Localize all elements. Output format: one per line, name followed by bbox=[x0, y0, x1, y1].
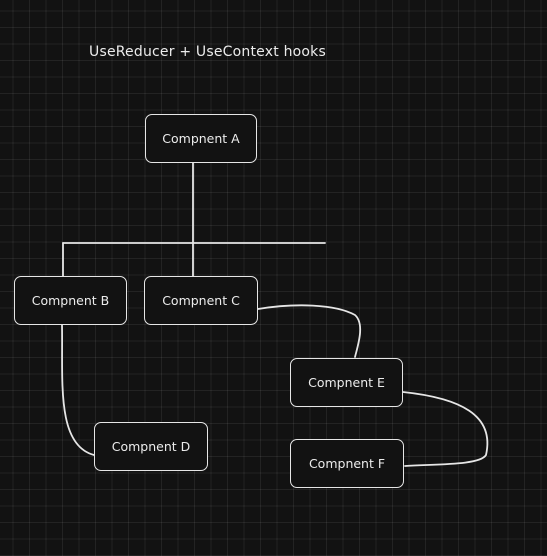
diagram-title: UseReducer + UseContext hooks bbox=[89, 44, 326, 60]
node-component-b[interactable]: Compnent B bbox=[14, 276, 127, 325]
connector-b-to-d bbox=[61, 324, 95, 456]
node-component-c[interactable]: Compnent C bbox=[144, 276, 258, 325]
connector-e-to-f bbox=[402, 391, 489, 467]
connector-c-to-e bbox=[257, 304, 362, 358]
node-component-a[interactable]: Compnent A bbox=[145, 114, 257, 163]
node-component-f[interactable]: Compnent F bbox=[290, 439, 404, 488]
node-component-d[interactable]: Compnent D bbox=[94, 422, 208, 471]
node-component-e[interactable]: Compnent E bbox=[290, 358, 403, 407]
